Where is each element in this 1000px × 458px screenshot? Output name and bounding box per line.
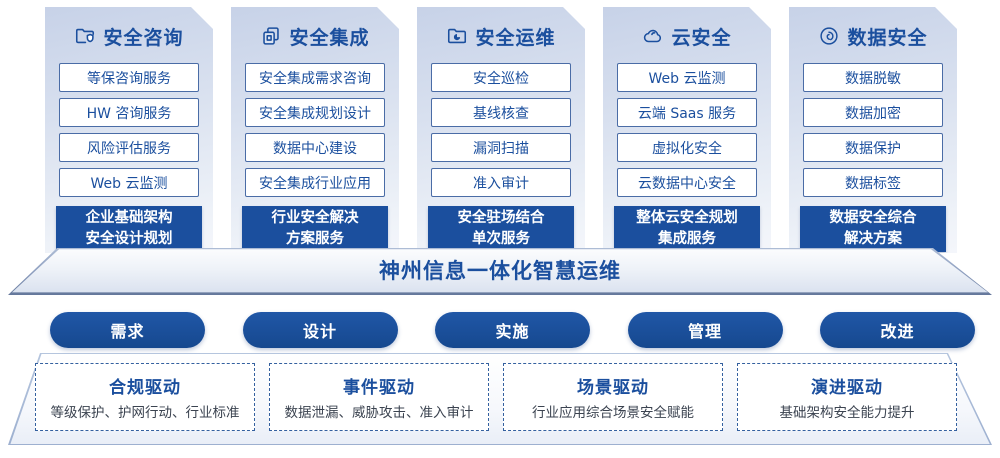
process-step-pill: 改进 xyxy=(820,312,975,348)
process-step-pill: 需求 xyxy=(50,312,205,348)
cloud-icon xyxy=(642,25,664,47)
card-header: 安全咨询 xyxy=(74,22,183,50)
card-title: 安全集成 xyxy=(289,26,370,49)
banner-trapezoid xyxy=(8,248,992,295)
card-items: 等保咨询服务 HW 咨询服务风险评估服务 Web 云监测 xyxy=(59,63,199,197)
card-title: 安全运维 xyxy=(475,26,556,49)
driver-desc: 等级保护、护网行动、行业标准 xyxy=(50,405,240,421)
card-items: Web 云监测云端 Saas 服务虚拟化安全云数据中心安全 xyxy=(617,63,757,197)
folder-clock-icon xyxy=(446,25,468,47)
service-item: 云数据中心安全 xyxy=(617,168,757,197)
fingerprint-icon xyxy=(818,25,840,47)
card-highlight-box: 安全驻场结合 单次服务 xyxy=(428,206,574,252)
card-header: 安全运维 xyxy=(446,22,555,50)
service-item: Web 云监测 xyxy=(59,168,199,197)
service-card: 数据安全 数据脱敏数据加密数据保护数据标签 数据安全综合 解决方案 xyxy=(789,7,957,253)
drivers-row: 合规驱动 等级保护、护网行动、行业标准 事件驱动 数据泄漏、威胁攻击、准入审计 … xyxy=(35,363,957,431)
service-item: 漏洞扫描 xyxy=(431,133,571,162)
card-title: 安全咨询 xyxy=(103,26,184,49)
banner-title: 神州信息一体化智慧运维 xyxy=(379,259,621,283)
card-items: 数据脱敏数据加密数据保护数据标签 xyxy=(803,63,943,197)
driver-title: 合规驱动 xyxy=(109,378,181,398)
service-item: 数据加密 xyxy=(803,98,943,127)
card-highlight-box: 数据安全综合 解决方案 xyxy=(800,206,946,252)
process-step-pill: 设计 xyxy=(242,312,398,348)
service-item: 数据脱敏 xyxy=(803,63,943,92)
driver-desc: 基础架构安全能力提升 xyxy=(779,405,915,421)
driver-box: 演进驱动 基础架构安全能力提升 xyxy=(737,363,957,431)
card-header: 云安全 xyxy=(642,22,731,50)
card-header: 数据安全 xyxy=(818,22,927,50)
service-card: 安全咨询 等保咨询服务 HW 咨询服务风险评估服务 Web 云监测 企业基础架构 安… xyxy=(45,7,213,253)
service-item: 安全集成需求咨询 xyxy=(245,63,385,92)
service-item: 数据标签 xyxy=(803,168,943,197)
service-item: 安全集成行业应用 xyxy=(245,168,385,197)
service-item: 数据中心建设 xyxy=(245,133,385,162)
process-steps-row: 需求 设计 实施 管理 改进 xyxy=(50,312,975,348)
process-step-pill: 管理 xyxy=(627,312,783,348)
driver-desc: 行业应用综合场景安全赋能 xyxy=(532,405,694,421)
service-item: 风险评估服务 xyxy=(59,133,199,162)
driver-title: 演进驱动 xyxy=(811,378,883,398)
service-item: 虚拟化安全 xyxy=(617,133,757,162)
driver-title: 场景驱动 xyxy=(577,378,649,398)
service-item: 基线核查 xyxy=(431,98,571,127)
driver-title: 事件驱动 xyxy=(343,378,415,398)
copy-docs-icon xyxy=(260,25,282,47)
service-item: 等保咨询服务 xyxy=(59,63,199,92)
driver-desc: 数据泄漏、威胁攻击、准入审计 xyxy=(284,405,474,421)
process-step-pill: 实施 xyxy=(435,312,590,348)
card-highlight-box: 企业基础架构 安全设计规划 xyxy=(56,206,202,252)
service-item: 云端 Saas 服务 xyxy=(617,98,757,127)
driver-box: 事件驱动 数据泄漏、威胁攻击、准入审计 xyxy=(269,363,489,431)
service-card: 安全集成 安全集成需求咨询安全集成规划设计数据中心建设安全集成行业应用 行业安全… xyxy=(231,7,399,253)
service-item: HW 咨询服务 xyxy=(59,98,199,127)
card-highlight-box: 整体云安全规划 集成服务 xyxy=(614,206,760,252)
card-title: 数据安全 xyxy=(847,26,928,49)
service-cards-row: 安全咨询 等保咨询服务 HW 咨询服务风险评估服务 Web 云监测 企业基础架构 安… xyxy=(45,7,957,253)
service-item: Web 云监测 xyxy=(617,63,757,92)
card-header: 安全集成 xyxy=(260,22,369,50)
service-card: 云安全 Web 云监测云端 Saas 服务虚拟化安全云数据中心安全 整体云安全规… xyxy=(603,7,771,253)
service-card: 安全运维 安全巡检基线核查漏洞扫描准入审计 安全驻场结合 单次服务 xyxy=(417,7,585,253)
folder-shield-icon xyxy=(74,25,96,47)
card-items: 安全巡检基线核查漏洞扫描准入审计 xyxy=(431,63,571,197)
service-item: 安全巡检 xyxy=(431,63,571,92)
card-title: 云安全 xyxy=(671,26,732,49)
card-items: 安全集成需求咨询安全集成规划设计数据中心建设安全集成行业应用 xyxy=(245,63,385,197)
service-item: 安全集成规划设计 xyxy=(245,98,385,127)
card-highlight-box: 行业安全解决 方案服务 xyxy=(242,206,388,252)
service-item: 准入审计 xyxy=(431,168,571,197)
driver-box: 合规驱动 等级保护、护网行动、行业标准 xyxy=(35,363,255,431)
service-item: 数据保护 xyxy=(803,133,943,162)
driver-box: 场景驱动 行业应用综合场景安全赋能 xyxy=(503,363,723,431)
banner-trapezoid-fill xyxy=(12,249,988,293)
